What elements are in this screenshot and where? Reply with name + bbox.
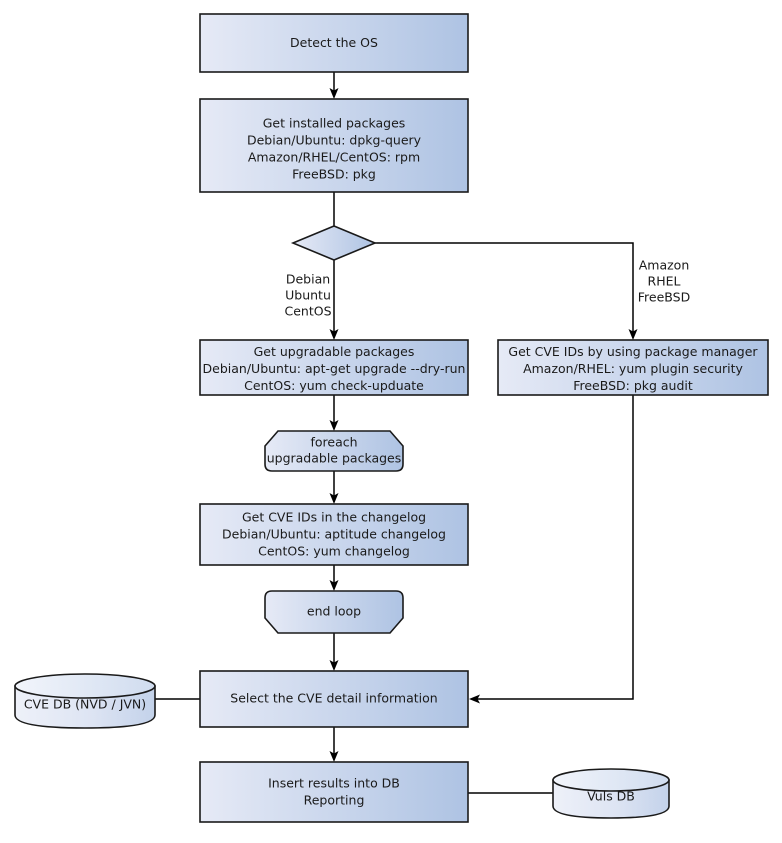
node-get-cve-ids-package-manager[interactable]: Get CVE IDs by using package manager Ama… <box>497 339 769 396</box>
node-foreach-loop-start-line-2: upgradable packages <box>267 451 402 466</box>
edge-label-right-branch-line-1: Amazon <box>639 258 690 273</box>
node-get-cve-ids-package-manager-line-3: FreeBSD: pkg audit <box>573 378 693 393</box>
node-get-cve-ids-changelog-line-1: Get CVE IDs in the changelog <box>242 510 426 525</box>
node-get-cve-ids-changelog-line-2: Debian/Ubuntu: aptitude changelog <box>222 527 446 542</box>
node-foreach-loop-start[interactable]: foreach upgradable packages <box>264 430 404 472</box>
edge-decision-to-pkgmanager <box>375 242 638 340</box>
edge-label-left-branch-line-2: Ubuntu <box>285 288 331 303</box>
node-select-cve-detail-line-1: Select the CVE detail information <box>230 691 437 706</box>
edge-upgradable-to-foreach <box>329 395 339 431</box>
edge-label-left-branch: Debian Ubuntu CentOS <box>284 272 331 319</box>
node-vuls-db[interactable]: Vuls DB <box>552 768 670 819</box>
node-insert-results-line-1: Insert results into DB <box>268 776 400 791</box>
node-get-cve-ids-package-manager-line-1: Get CVE IDs by using package manager <box>508 344 758 359</box>
node-end-loop[interactable]: end loop <box>264 590 404 634</box>
node-get-upgradable-packages-line-3: CentOS: yum check-upduate <box>244 378 424 393</box>
node-get-upgradable-packages-line-1: Get upgradable packages <box>254 344 415 359</box>
node-get-cve-ids-package-manager-line-2: Amazon/RHEL: yum plugin security <box>523 361 743 376</box>
edge-select-cve-to-insert <box>329 727 339 762</box>
node-cve-db[interactable]: CVE DB (NVD / JVN) <box>14 673 156 729</box>
node-get-upgradable-packages-line-2: Debian/Ubuntu: apt-get upgrade --dry-run <box>203 361 466 376</box>
edge-label-left-branch-line-3: CentOS <box>284 304 331 319</box>
edge-label-left-branch-line-1: Debian <box>286 272 330 287</box>
node-cve-db-label: CVE DB (NVD / JVN) <box>24 697 146 712</box>
edge-endloop-to-select-cve <box>329 633 339 671</box>
node-get-installed-packages-line-2: Debian/Ubuntu: dpkg-query <box>247 133 422 148</box>
node-select-cve-detail[interactable]: Select the CVE detail information <box>199 670 469 728</box>
node-detect-os[interactable]: Detect the OS <box>199 13 469 73</box>
node-insert-results[interactable]: Insert results into DB Reporting <box>199 761 469 823</box>
edge-label-right-branch-line-2: RHEL <box>648 274 681 289</box>
edge-foreach-to-changelog <box>329 471 339 504</box>
node-insert-results-line-2: Reporting <box>304 793 365 808</box>
node-detect-os-line-1: Detect the OS <box>290 35 378 50</box>
node-end-loop-line-1: end loop <box>307 604 361 619</box>
node-get-cve-ids-changelog-line-3: CentOS: yum changelog <box>258 544 410 559</box>
node-get-cve-ids-changelog[interactable]: Get CVE IDs in the changelog Debian/Ubun… <box>199 503 469 566</box>
edge-label-right-branch-line-3: FreeBSD <box>638 290 690 305</box>
edge-pkgmanager-to-select-cve <box>469 395 634 704</box>
edge-detect-os-to-get-installed <box>329 72 339 99</box>
node-foreach-loop-start-line-1: foreach <box>310 435 357 450</box>
node-get-installed-packages-line-4: FreeBSD: pkg <box>292 167 376 182</box>
node-get-installed-packages-line-3: Amazon/RHEL/CentOS: rpm <box>248 150 420 165</box>
edge-changelog-to-endloop <box>329 565 339 591</box>
node-os-decision[interactable] <box>290 225 378 261</box>
edge-label-right-branch: Amazon RHEL FreeBSD <box>638 258 690 305</box>
node-get-installed-packages-line-1: Get installed packages <box>263 116 406 131</box>
node-get-upgradable-packages[interactable]: Get upgradable packages Debian/Ubuntu: a… <box>199 339 469 396</box>
node-vuls-db-label: Vuls DB <box>587 789 635 804</box>
node-get-installed-packages[interactable]: Get installed packages Debian/Ubuntu: dp… <box>199 98 469 193</box>
edge-decision-to-upgradable <box>329 260 339 340</box>
